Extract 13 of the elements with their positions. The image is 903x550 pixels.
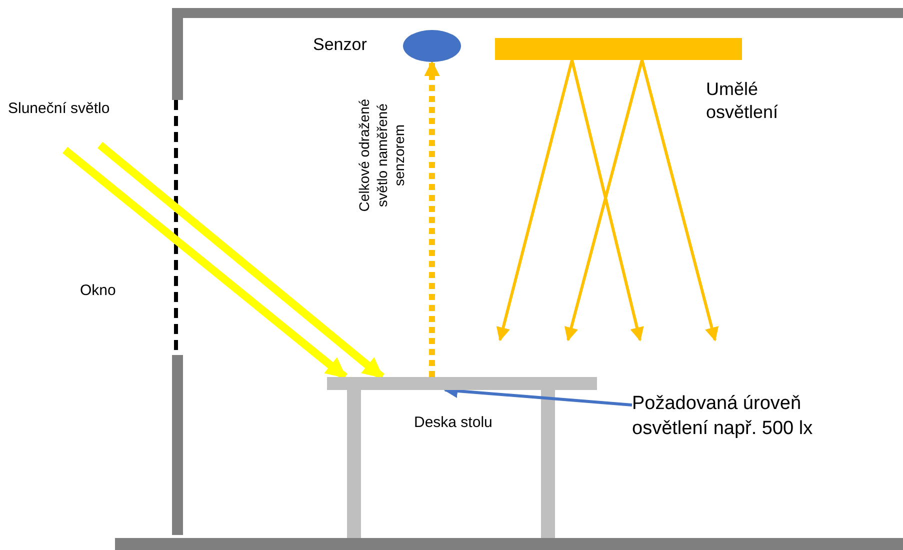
sensor-ellipse [403,30,461,62]
callout-text: Požadovaná úroveň osvětlení např. 500 lx [632,392,862,442]
node-label: Deska stolu [414,414,494,433]
light-bar [495,38,742,60]
sunlight-label: Sluneční světlo [8,100,111,119]
edge-label: Celkové odražené světlo naměřené senzorem [356,98,408,214]
arrow [424,60,440,377]
node-label: Umělé osvětlení [706,78,780,123]
light-ray-arrow [640,60,719,342]
desk-top [327,377,597,390]
window-label: Okno [80,282,117,301]
node-label: Senzor [313,34,368,56]
light-ray-arrow [496,60,574,342]
